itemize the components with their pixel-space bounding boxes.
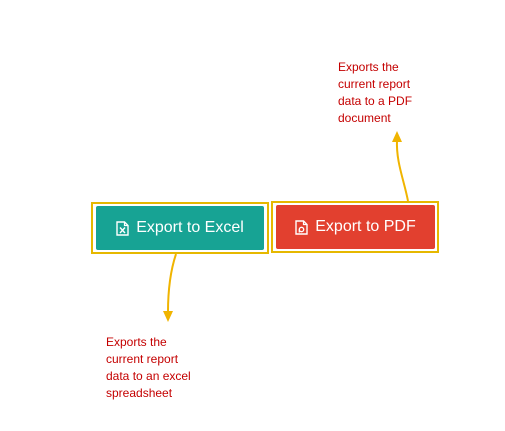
export-to-pdf-label: Export to PDF (315, 218, 416, 235)
pdf-annotation: Exports the current report data to a PDF… (338, 60, 413, 125)
excel-file-icon (116, 220, 129, 236)
pdf-callout-arrowhead (392, 131, 402, 142)
export-to-excel-button[interactable]: Export to Excel (96, 206, 264, 250)
pdf-file-icon (295, 219, 308, 235)
excel-callout-arrowhead (163, 311, 173, 322)
excel-annotation: Exports the current report data to an ex… (106, 335, 191, 400)
export-to-pdf-button[interactable]: Export to PDF (276, 205, 435, 249)
export-to-excel-label: Export to Excel (136, 219, 244, 236)
excel-callout-arrow (167, 253, 177, 313)
excel-button-highlight (91, 202, 269, 254)
pdf-callout-arrow (395, 139, 409, 202)
pdf-button-highlight (271, 201, 439, 253)
